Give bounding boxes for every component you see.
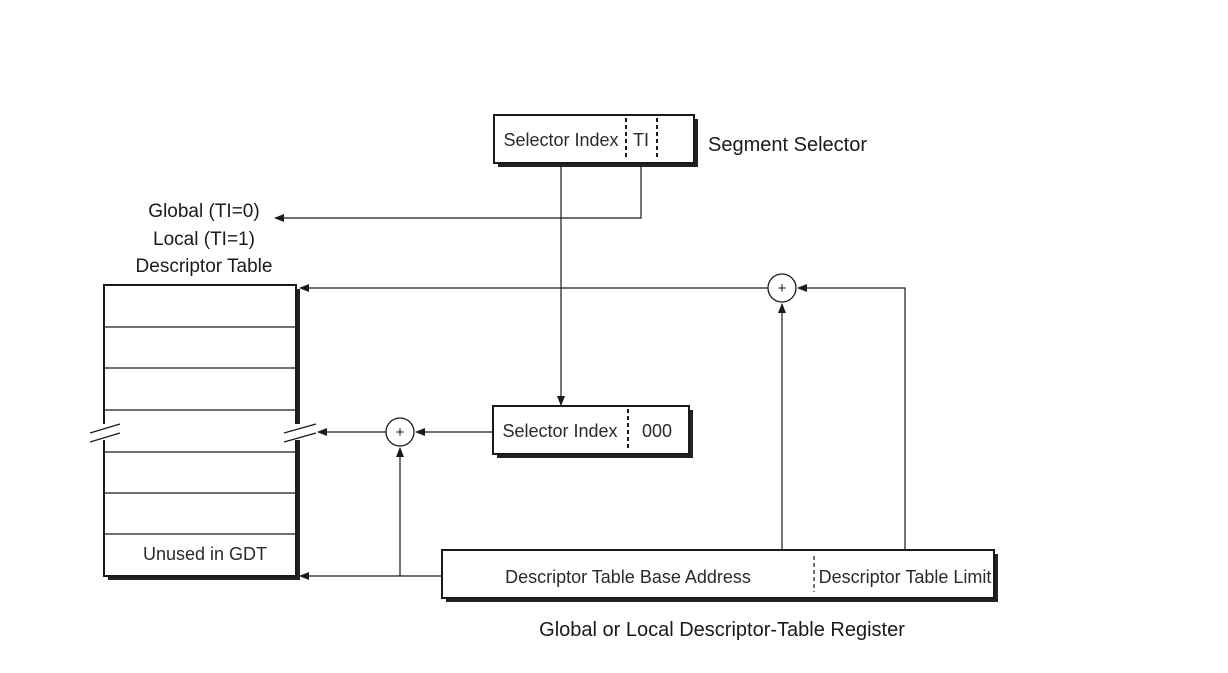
descriptor-table-register: Descriptor Table Base Address Descriptor… bbox=[441, 549, 998, 602]
ti-select-arrow bbox=[274, 165, 642, 222]
segment-selector-title: Segment Selector bbox=[708, 134, 867, 156]
selector-index-label: Selector Index bbox=[503, 130, 618, 150]
base-address-label: Descriptor Table Base Address bbox=[505, 567, 751, 587]
table-limit-label: Descriptor Table Limit bbox=[819, 567, 992, 587]
global-ti-label: Global (TI=0) bbox=[148, 201, 259, 222]
table-select-note: Global (TI=0) Local (TI=1) Descriptor Ta… bbox=[136, 201, 273, 277]
scaled-index-suffix: 000 bbox=[642, 421, 672, 441]
upper-adder: + bbox=[767, 273, 797, 303]
unused-in-gdt-label: Unused in GDT bbox=[143, 544, 267, 564]
lower-adder: + bbox=[385, 417, 415, 447]
limit-to-upper-adder-arrow bbox=[797, 284, 906, 550]
scaled-index-box: Selector Index 000 bbox=[492, 405, 693, 458]
register-title: Global or Local Descriptor-Table Registe… bbox=[539, 619, 905, 641]
descriptor-table-label: Descriptor Table bbox=[136, 256, 273, 277]
segment-selector: Selector Index TI bbox=[493, 114, 698, 167]
table-break-marks bbox=[88, 423, 317, 443]
upper-adder-symbol: + bbox=[778, 280, 787, 297]
ti-label: TI bbox=[633, 130, 649, 150]
local-ti-label: Local (TI=1) bbox=[153, 229, 255, 250]
lower-adder-symbol: + bbox=[396, 424, 405, 441]
scaled-index-label: Selector Index bbox=[502, 421, 617, 441]
descriptor-table: Unused in GDT bbox=[103, 284, 300, 580]
